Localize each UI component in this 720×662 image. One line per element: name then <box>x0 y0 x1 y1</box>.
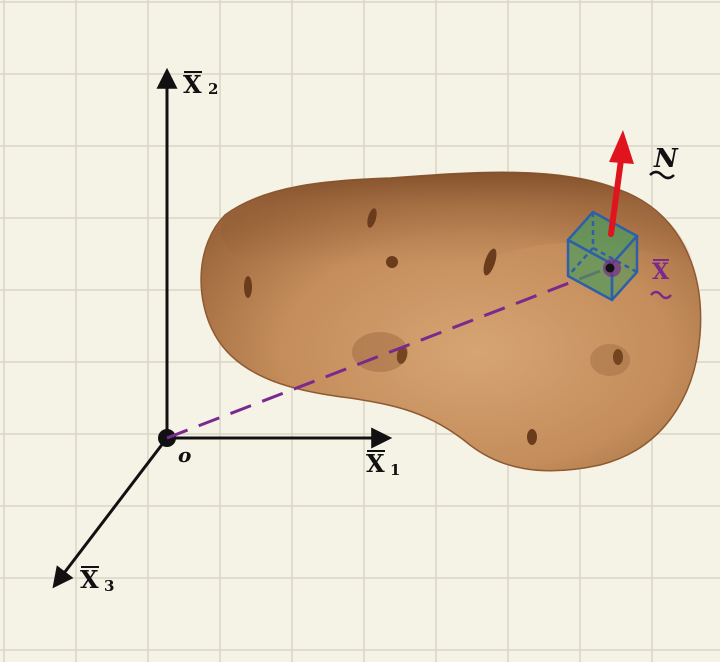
x3-axis <box>52 437 169 589</box>
normal-label: N <box>649 144 679 180</box>
svg-text:X: X <box>80 565 99 594</box>
svg-text:X: X <box>366 449 385 478</box>
svg-text:3: 3 <box>104 577 114 595</box>
potato-body <box>200 171 702 472</box>
coordinate-axes <box>52 67 393 589</box>
x1-axis-label: X 1 <box>366 449 400 479</box>
svg-text:2: 2 <box>208 80 218 98</box>
material-element-cube <box>566 210 639 302</box>
x2-axis-label: X 2 <box>183 70 218 99</box>
position-vector <box>166 266 609 440</box>
svg-text:X: X <box>183 70 202 99</box>
svg-text:N: N <box>653 144 679 174</box>
normal-vector-arrow <box>608 130 634 237</box>
svg-text:1: 1 <box>390 461 400 479</box>
x3-axis-label: X 3 <box>80 565 114 595</box>
origin-label: o <box>178 443 191 467</box>
svg-text:X: X <box>652 259 670 285</box>
position-label: X <box>650 259 672 300</box>
